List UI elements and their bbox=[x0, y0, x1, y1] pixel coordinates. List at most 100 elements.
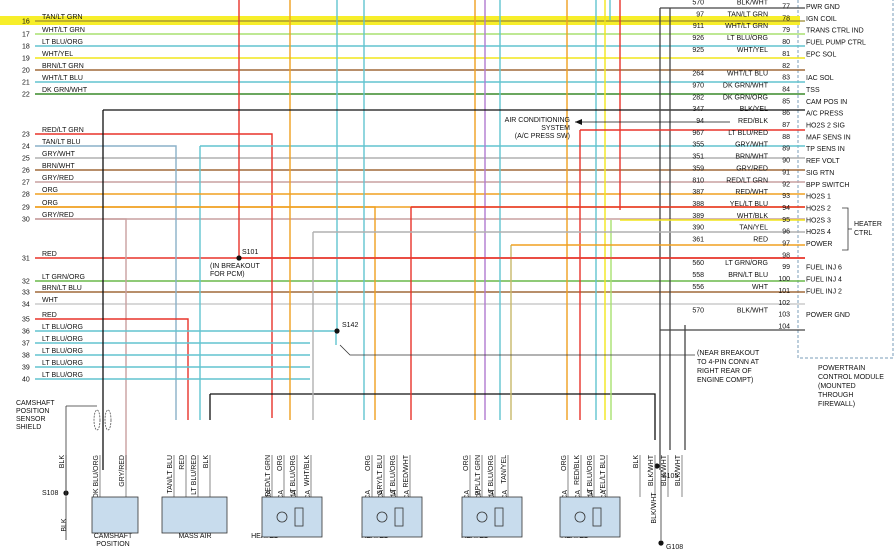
right-pin-number: 94 bbox=[782, 205, 790, 212]
pin-function: CAM POS IN bbox=[806, 99, 847, 106]
bottom-wire-label: LT BLU/ORG bbox=[390, 455, 397, 496]
shield-icon bbox=[93, 409, 101, 431]
pin-function: POWER bbox=[806, 241, 832, 248]
circuit-number: 351 bbox=[692, 154, 704, 161]
circuit-number: 967 bbox=[692, 130, 704, 137]
right-wire-label: GRY/RED bbox=[736, 165, 768, 172]
bottom-wire-label: YEL/LT BLU bbox=[600, 455, 607, 493]
circuit-number: 264 bbox=[692, 71, 704, 78]
left-wire-label: RED/LT GRN bbox=[42, 127, 84, 134]
left-pin-number: 29 bbox=[22, 205, 30, 212]
right-pin-number: 104 bbox=[778, 323, 790, 330]
right-wire-label: YEL/LT BLU bbox=[730, 201, 768, 208]
left-pin-number: 31 bbox=[22, 256, 30, 263]
right-wire-label: RED/LT GRN bbox=[726, 177, 768, 184]
bottom-wire-label: ORG bbox=[463, 455, 470, 471]
right-wire-label: TAN/YEL bbox=[739, 225, 768, 232]
pin-function: HO2S 4 bbox=[806, 229, 831, 236]
left-pin-number: 27 bbox=[22, 180, 30, 187]
bottom-wire-label: DK BLU/ORG bbox=[93, 455, 100, 498]
right-pin-number: 84 bbox=[782, 86, 790, 93]
circuit-number: 560 bbox=[692, 260, 704, 267]
left-wire-label: LT GRN/ORG bbox=[42, 274, 85, 281]
right-pin-number: 79 bbox=[782, 27, 790, 34]
right-wire-label: LT GRN/ORG bbox=[725, 260, 768, 267]
heater-4-box bbox=[559, 496, 621, 538]
circuit-number: 970 bbox=[692, 82, 704, 89]
pin-function: TRANS CTRL IND bbox=[806, 28, 864, 35]
left-wire-label: GRY/RED bbox=[42, 212, 74, 219]
s142-label: S142 bbox=[342, 322, 358, 329]
heater-3-box bbox=[461, 496, 523, 538]
wire bbox=[35, 206, 376, 420]
pin-function: HO2S 3 bbox=[806, 217, 831, 224]
pin-function: FUEL PUMP CTRL bbox=[806, 40, 866, 47]
heater-1-box bbox=[261, 496, 323, 538]
bottom-wire-label: ORG bbox=[561, 455, 568, 471]
right-wire-label: WHT/LT BLU bbox=[727, 71, 768, 78]
left-wire-label: DK GRN/WHT bbox=[42, 87, 88, 94]
pin-function: TSS bbox=[806, 87, 820, 94]
arrow-head bbox=[575, 119, 582, 125]
ground-wire-label: BLK bbox=[61, 518, 68, 532]
circuit-number: 558 bbox=[692, 272, 704, 279]
left-pin-number: 16 bbox=[22, 19, 30, 26]
g108-label: G108 bbox=[666, 544, 683, 551]
left-wire-label: LT BLU/ORG bbox=[42, 39, 83, 46]
wire bbox=[210, 393, 656, 440]
pin-function: PWR GND bbox=[806, 4, 840, 11]
right-pin-number: 91 bbox=[782, 169, 790, 176]
left-wire-label: WHT bbox=[42, 297, 59, 304]
left-pin-number: 38 bbox=[22, 353, 30, 360]
left-wire-label: LT BLU/ORG bbox=[42, 372, 83, 379]
left-pin-number: 24 bbox=[22, 144, 30, 151]
right-wire-label: LT BLU/RED bbox=[728, 130, 768, 137]
wire bbox=[35, 218, 127, 470]
s108-label: S108 bbox=[42, 490, 58, 497]
left-pin-number: 36 bbox=[22, 329, 30, 336]
left-wire-label: BRN/LT BLU bbox=[42, 285, 82, 292]
right-pin-number: 98 bbox=[782, 252, 790, 259]
left-pin-number: 22 bbox=[22, 92, 30, 99]
left-wire-label: WHT/YEL bbox=[42, 51, 73, 58]
heater-element-icon bbox=[494, 507, 504, 527]
wire bbox=[35, 133, 273, 418]
left-pin-number: 26 bbox=[22, 168, 30, 175]
sensor-symbol-icon bbox=[376, 511, 388, 523]
left-wire-label: LT BLU/ORG bbox=[42, 360, 83, 367]
circuit-number: 911 bbox=[693, 23, 704, 30]
circuit-number: 810 bbox=[692, 177, 704, 184]
right-pin-number: 92 bbox=[782, 181, 790, 188]
circuit-number: 556 bbox=[692, 284, 704, 291]
bottom-wire-label: RED/WHT bbox=[403, 454, 410, 487]
left-wire-label: LT BLU/ORG bbox=[42, 348, 83, 355]
bottom-wire-label: ORG bbox=[365, 455, 372, 471]
right-pin-number: 87 bbox=[782, 122, 790, 129]
bottom-wire-label: LT BLU/ORG bbox=[290, 455, 297, 496]
left-wire-label: ORG bbox=[42, 187, 58, 194]
right-pin-number: 95 bbox=[782, 217, 790, 224]
wire bbox=[35, 318, 189, 420]
heater-2-box bbox=[361, 496, 423, 538]
pin-function: POWER GND bbox=[806, 312, 850, 319]
right-pin-number: 77 bbox=[782, 4, 790, 11]
right-pin-number: 86 bbox=[782, 110, 790, 117]
bottom-wire-label: PPL/LT GRN bbox=[475, 455, 482, 495]
right-pin-number: 90 bbox=[782, 158, 790, 165]
bottom-wire-label: BLK/WHT bbox=[661, 454, 668, 486]
s142-dot bbox=[334, 328, 340, 334]
pin-function: HO2S 2 SIG bbox=[806, 123, 845, 130]
bottom-wire-label: TAN/YEL bbox=[501, 455, 508, 484]
wire bbox=[339, 344, 695, 356]
right-pin-number: 102 bbox=[778, 300, 790, 307]
right-pin-number: 81 bbox=[782, 51, 790, 58]
circuit-number: 355 bbox=[692, 142, 704, 149]
right-pin-number: 93 bbox=[782, 193, 790, 200]
wire bbox=[35, 145, 177, 420]
pin-function: BPP SWITCH bbox=[806, 182, 849, 189]
right-pin-number: 89 bbox=[782, 146, 790, 153]
left-wire-label: BRN/LT GRN bbox=[42, 63, 84, 70]
bottom-wire-label: BLK bbox=[203, 455, 210, 469]
right-wire-label: DK GRN/WHT bbox=[723, 82, 769, 89]
